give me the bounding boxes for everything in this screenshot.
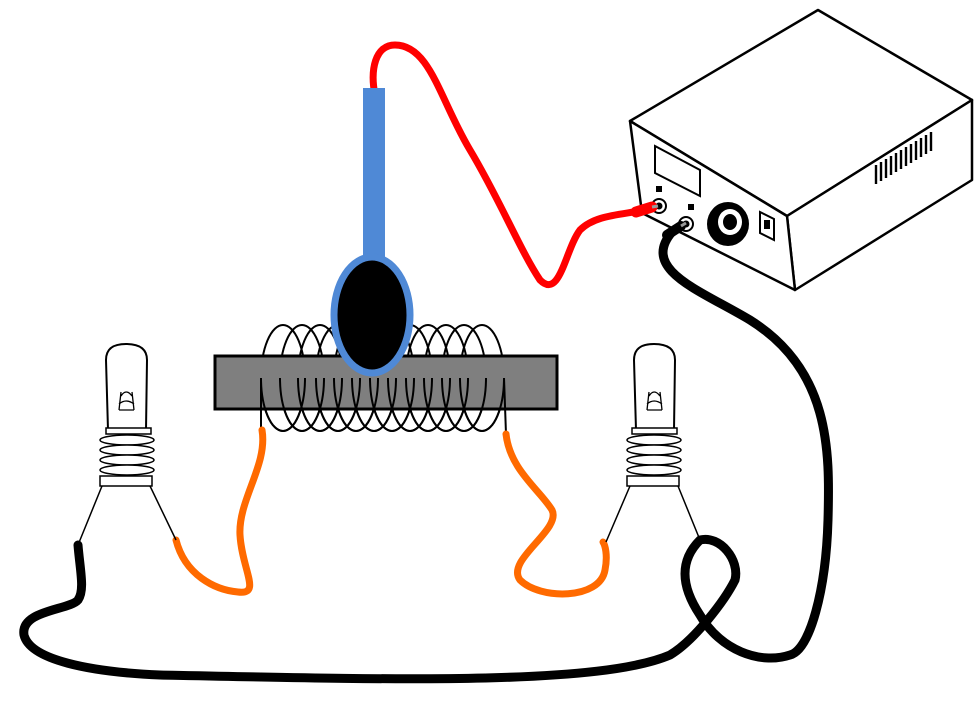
wire-supply-to-circuit bbox=[19, 227, 834, 684]
wire-probe-to-supply bbox=[369, 41, 649, 289]
bulb-right-glass bbox=[632, 342, 677, 431]
bulb-left-filament bbox=[118, 391, 135, 411]
wire-coil-left bbox=[172, 426, 267, 596]
bulb-left-glass bbox=[104, 342, 149, 431]
probe-head[interactable] bbox=[330, 253, 414, 377]
bulb-right bbox=[605, 342, 701, 543]
bulb-left-holder bbox=[77, 485, 177, 546]
bulb-right-filament bbox=[646, 391, 663, 411]
display-window bbox=[654, 144, 701, 198]
vent-slots bbox=[874, 132, 933, 184]
electrode-probe[interactable] bbox=[330, 88, 414, 377]
red-plug bbox=[630, 201, 658, 218]
coil-lead-right bbox=[503, 377, 507, 435]
wire-coil-right bbox=[502, 430, 610, 598]
coil-front bbox=[260, 377, 505, 432]
black-plug bbox=[662, 221, 686, 240]
bulb-left bbox=[77, 342, 177, 546]
power-supply bbox=[628, 8, 974, 292]
control-knob[interactable] bbox=[707, 202, 749, 246]
bulb-left-thread bbox=[99, 434, 155, 476]
power-switch[interactable] bbox=[759, 210, 775, 242]
bulb-right-holder bbox=[605, 485, 701, 543]
bulb-right-thread bbox=[626, 434, 682, 476]
probe-handle[interactable] bbox=[363, 88, 385, 268]
